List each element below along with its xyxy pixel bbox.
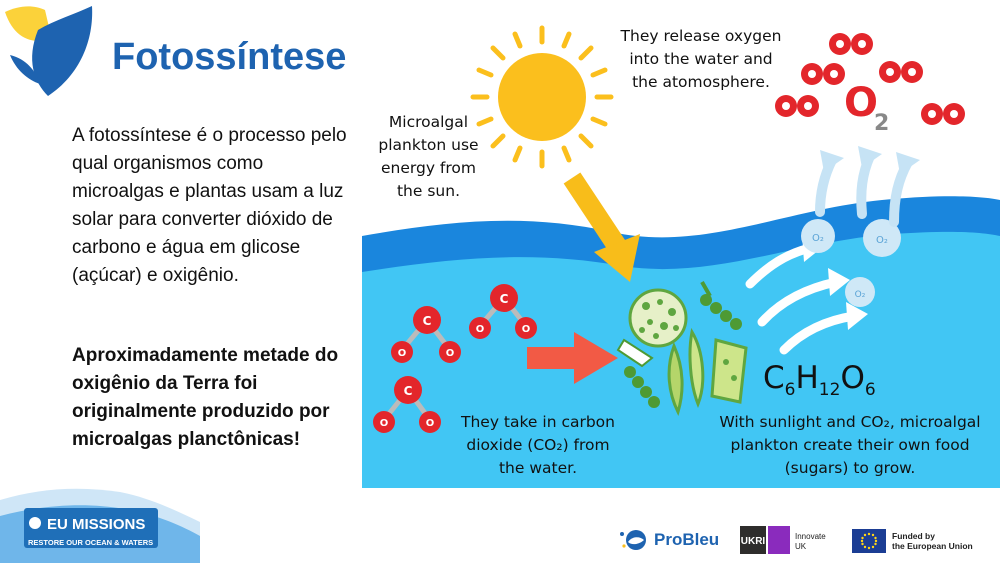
oxygen-release-label: They release oxygen into the water and t… [620,27,782,91]
co2-molecule-2: C O O [469,284,537,339]
svg-text:O: O [844,80,878,126]
sun-energy-label: Microalgal plankton use energy from the … [378,113,479,200]
eu-missions-label: EU MISSIONS [47,516,146,533]
intro-paragraph: A fotossíntese é o processo pelo qual or… [72,125,347,286]
photosynthesis-diagram: C O O C O O C O O O₂ O₂ [362,25,1000,488]
sunlight-arrow [563,172,640,282]
eu-flag-icon [852,529,886,553]
svg-text:O₂: O₂ [812,233,824,244]
funded-by-eu-label: Funded by the European Union [892,531,973,551]
water-light-layer [362,231,1000,488]
page-title: Fotossíntese [112,36,347,78]
svg-text:O: O [522,324,531,335]
co2-intake-label: They take in carbon dioxide (CO₂) from t… [461,413,615,477]
o2-bubble-1: O₂ [801,219,835,253]
co2-molecule-3: C O O [373,376,441,433]
ukri-logo-icon: UKRI [740,526,790,554]
highlight-paragraph: Aproximadamente metade do oxigênio da Te… [72,345,339,450]
o2-symbol: O 2 [844,80,889,136]
o2-bubble-2: O₂ [863,219,901,257]
probleu-logo-icon [620,530,646,550]
svg-text:O: O [398,348,407,359]
svg-text:O₂: O₂ [855,290,866,300]
svg-text:O: O [426,418,435,429]
eu-missions-badge [0,488,200,563]
innovate-uk-label: Innovate UK [795,532,826,551]
probleu-label: ProBleu [654,530,720,549]
svg-text:O₂: O₂ [876,235,888,246]
svg-text:O: O [380,418,389,429]
co2-intake-arrow [527,332,618,384]
glucose-formula: C6H12O6 [763,360,876,401]
co2-molecule-1: C O O [391,306,461,363]
globe-icon [29,517,41,529]
svg-text:C: C [500,292,509,306]
svg-text:UKRI: UKRI [741,536,766,547]
svg-text:2: 2 [874,111,889,136]
mission-logo-icon [5,6,93,96]
svg-text:C: C [404,384,413,398]
svg-text:O: O [446,348,455,359]
eu-missions-sublabel: RESTORE OUR OCEAN & WATERS [28,538,154,547]
svg-text:O: O [476,324,485,335]
food-creation-label: With sunlight and CO₂, microalgal plankt… [719,413,981,477]
o2-bubble-3: O₂ [845,277,875,307]
plankton-icon [616,281,748,417]
svg-text:C: C [423,314,432,328]
sun-icon [470,25,614,169]
